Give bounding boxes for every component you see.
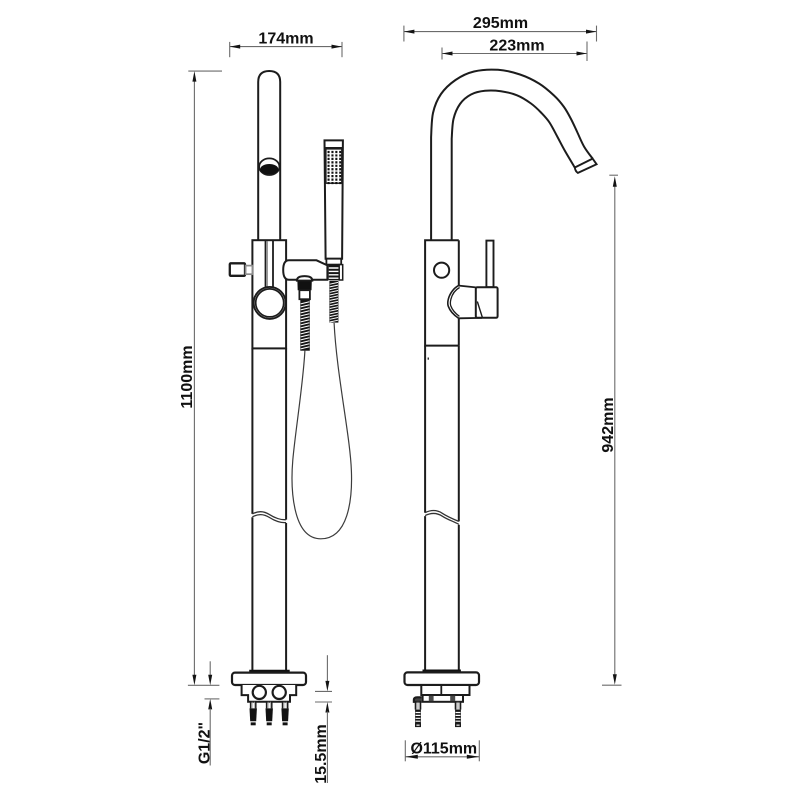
svg-text:174mm: 174mm <box>258 31 313 48</box>
svg-text:1100mm: 1100mm <box>179 345 196 408</box>
svg-text:295mm: 295mm <box>473 15 528 32</box>
svg-text:Ø115mm: Ø115mm <box>410 740 477 757</box>
svg-text:942mm: 942mm <box>600 397 617 452</box>
svg-text:15.5mm: 15.5mm <box>313 724 330 784</box>
svg-text:G1/2": G1/2" <box>196 722 213 764</box>
svg-text:223mm: 223mm <box>489 37 544 54</box>
